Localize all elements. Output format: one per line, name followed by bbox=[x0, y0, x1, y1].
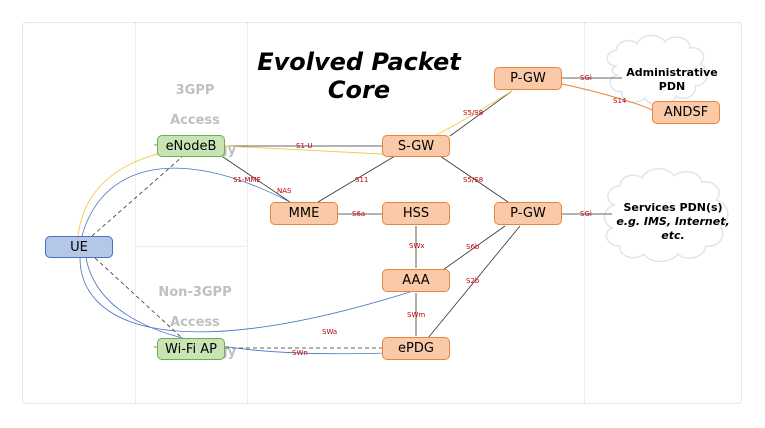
section-3gpp-line-2: Access bbox=[170, 113, 220, 128]
pdn-divider bbox=[584, 23, 585, 403]
orange-links bbox=[561, 83, 653, 111]
link-enodeb-mme bbox=[219, 154, 291, 203]
node-aaa[interactable]: AAA bbox=[382, 269, 450, 292]
link-sgw-pgw-top bbox=[449, 90, 513, 137]
label-s5s8-top: S5/S8 bbox=[463, 109, 483, 117]
node-pgw-mid[interactable]: P-GW bbox=[494, 202, 562, 225]
link-ue-wifi-radio bbox=[94, 257, 183, 339]
link-ue-mme-nas bbox=[81, 167, 291, 237]
label-sgi-mid: SGi bbox=[580, 210, 592, 218]
section-non-3gpp-line-1: Non-3GPP bbox=[158, 285, 232, 300]
services-pdn-cloud bbox=[603, 168, 729, 263]
label-sgi-top: SGi bbox=[580, 74, 592, 82]
access-divider-left bbox=[135, 23, 136, 403]
section-non-3gpp-line-2: Access bbox=[170, 315, 220, 330]
link-ue-enodeb-radio bbox=[91, 156, 183, 237]
label-s1u: S1-U bbox=[296, 142, 313, 150]
node-andsf[interactable]: ANDSF bbox=[652, 101, 720, 124]
dashed-links bbox=[91, 156, 382, 349]
interface-labels: S1-U S1-MME NAS S11 S6a S5/S8 S5/S8 SGi … bbox=[233, 74, 627, 357]
node-mme[interactable]: MME bbox=[270, 202, 338, 225]
blue-links bbox=[79, 167, 411, 355]
title-line-2: Core bbox=[327, 76, 391, 104]
link-ue-epdg bbox=[85, 257, 411, 355]
diagram-frame bbox=[22, 22, 742, 404]
label-swn: SWn bbox=[292, 349, 308, 357]
link-aaa-pgw bbox=[439, 225, 506, 273]
node-hss[interactable]: HSS bbox=[382, 202, 450, 225]
admin-pdn-label: Administrative PDN bbox=[612, 66, 732, 94]
label-s1mme: S1-MME bbox=[233, 176, 261, 184]
label-s11: S11 bbox=[355, 176, 368, 184]
node-pgw-top[interactable]: P-GW bbox=[494, 67, 562, 90]
link-sgw-pgw-mid bbox=[439, 155, 509, 203]
diagram-title: Evolved Packet Core bbox=[256, 48, 462, 104]
admin-pdn-line-1: Administrative bbox=[626, 66, 718, 79]
section-3gpp: 3GPP Access Technology bbox=[140, 68, 250, 173]
node-enodeb[interactable]: eNodeB bbox=[157, 135, 225, 157]
admin-pdn-line-2: PDN bbox=[658, 80, 686, 93]
link-mme-sgw bbox=[317, 155, 396, 203]
label-s6a: S6a bbox=[352, 210, 365, 218]
services-pdn-line-3: etc. bbox=[661, 229, 685, 242]
dark-links bbox=[219, 77, 622, 339]
label-swm: SWm bbox=[407, 311, 425, 319]
section-3gpp-line-1: 3GPP bbox=[175, 83, 215, 98]
services-pdn-line-1: Services PDN(s) bbox=[623, 201, 723, 214]
link-epdg-pgw bbox=[427, 225, 521, 339]
label-swx: SWx bbox=[409, 242, 425, 250]
label-s5s8-mid: S5/S8 bbox=[463, 176, 483, 184]
access-divider-horizontal bbox=[135, 246, 247, 247]
admin-pdn-cloud bbox=[606, 34, 708, 106]
label-nas: NAS bbox=[277, 187, 292, 195]
node-wifi-ap[interactable]: Wi-Fi AP bbox=[157, 338, 225, 360]
label-s6b: S6b bbox=[466, 243, 480, 251]
services-pdn-line-2: e.g. IMS, Internet, bbox=[616, 215, 730, 228]
node-ue[interactable]: UE bbox=[45, 236, 113, 258]
label-s14: S14 bbox=[613, 97, 627, 105]
access-divider-right bbox=[247, 23, 248, 403]
services-pdn-label: Services PDN(s) e.g. IMS, Internet, etc. bbox=[612, 201, 734, 243]
node-sgw[interactable]: S-GW bbox=[382, 135, 450, 157]
label-swa: SWa bbox=[322, 328, 337, 336]
label-s2b: S2b bbox=[466, 277, 480, 285]
node-epdg[interactable]: ePDG bbox=[382, 337, 450, 360]
link-pgw-andsf bbox=[561, 83, 653, 111]
title-line-1: Evolved Packet bbox=[257, 48, 461, 76]
